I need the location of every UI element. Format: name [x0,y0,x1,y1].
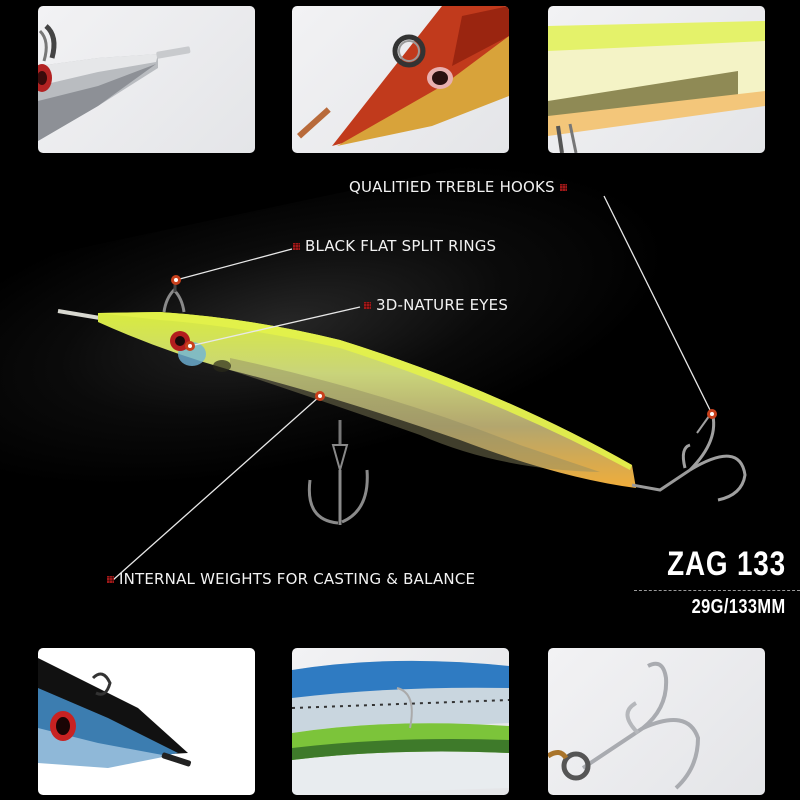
callout-text: 3D-NATURE EYES [375,296,509,314]
callout-treble-hooks: QUALITIED TREBLE HOOKS [349,178,567,196]
detail-tile-silver-nose [38,6,255,153]
callout-split-rings: BLACK FLAT SPLIT RINGS [293,237,496,255]
detail-tile-blue-head [38,648,255,795]
detail-tile-blue-green-sides [292,648,509,795]
callout-eyes: 3D-NATURE EYES [364,296,508,314]
callout-marker-icon [293,243,300,250]
model-name: ZAG 133 [667,545,786,583]
callout-internal-weights: INTERNAL WEIGHTS FOR CASTING & BALANCE [107,570,475,588]
silver-treble-hook-image [548,661,701,790]
callout-marker-icon [107,576,114,583]
detail-tile-red-head [292,6,509,153]
model-divider [634,590,800,591]
detail-tile-treble-hook [548,648,765,795]
red-gold-lure-head-image [297,6,509,146]
blue-lure-head-image [38,658,192,768]
callout-marker-icon [559,184,567,191]
callout-marker-icon [364,302,371,309]
model-spec: 29G/133MM [692,596,786,618]
detail-tile-chartreuse-belly [548,6,765,153]
callout-text: INTERNAL WEIGHTS FOR CASTING & BALANCE [118,570,476,588]
blue-and-green-lure-sides-image [292,660,509,795]
chartreuse-lure-belly-image [548,21,765,153]
silver-lure-nose-image [38,24,191,141]
callout-text: QUALITIED TREBLE HOOKS [349,178,555,196]
callout-text: BLACK FLAT SPLIT RINGS [304,237,497,255]
